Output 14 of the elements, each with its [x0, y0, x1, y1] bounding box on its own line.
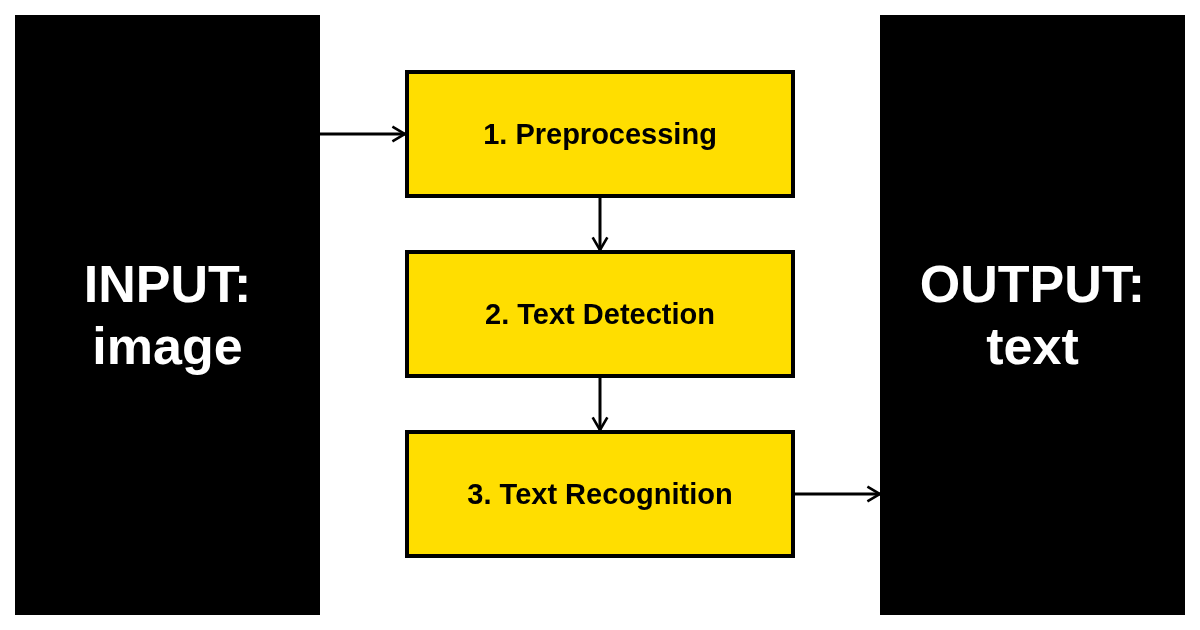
process-box	[405, 70, 795, 198]
node-label: OUTPUT: text	[918, 253, 1147, 377]
node-label: 2. Text Detection	[485, 297, 715, 331]
node-label: 3. Text Recognition	[467, 477, 733, 511]
arrow	[795, 485, 882, 503]
process-box	[405, 430, 795, 558]
output-panel	[880, 15, 1185, 615]
process-box	[405, 250, 795, 378]
arrow	[591, 198, 609, 252]
input-panel	[15, 15, 320, 615]
arrow	[320, 125, 407, 143]
node-label: 1. Preprocessing	[483, 117, 717, 151]
arrow	[591, 378, 609, 432]
node-label: INPUT: image	[82, 253, 253, 377]
